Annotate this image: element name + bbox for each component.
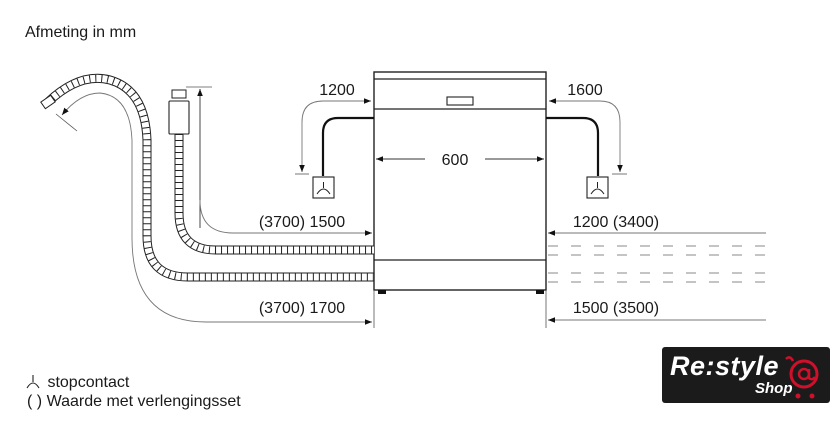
inlet-hose: (3700) 1500	[168, 86, 374, 255]
drain-hose: (3700) 1700	[40, 73, 374, 325]
logo-sub: Shop	[755, 380, 793, 397]
legend: stopcontact ( ) Waarde met verlengingsse…	[27, 373, 241, 411]
hose-lower-right-label: 1500 (3500)	[573, 300, 659, 317]
width-label: 600	[442, 152, 469, 169]
hose-upper-right-label: 1200 (3400)	[573, 214, 659, 231]
cord-right-label: 1600	[567, 82, 603, 99]
legend-socket-label: stopcontact	[47, 374, 130, 391]
legend-extension-label: Waarde met verlengingsset	[46, 393, 241, 410]
at-cart-icon	[785, 356, 819, 399]
control-display-icon	[446, 96, 474, 106]
width-dimension: 600	[376, 152, 544, 169]
right-hose-dimensions: 1200 (3400) 1500 (3500)	[548, 214, 766, 323]
aquastop-valve-icon	[168, 100, 190, 135]
socket-symbol-icon	[26, 375, 40, 389]
restyle-shop-logo: Re:style Shop	[662, 347, 830, 403]
hose-lower-left-label: (3700) 1700	[259, 300, 345, 317]
dishwasher	[373, 71, 547, 328]
power-cord-left: 1200	[295, 82, 374, 199]
foot-left	[378, 290, 386, 294]
cord-left-label: 1200	[319, 82, 355, 99]
diagram-title: Afmeting in mm	[25, 24, 137, 41]
logo-brand: Re:style	[670, 351, 780, 381]
legend-extension: ( ) Waarde met verlengingsset	[27, 392, 241, 411]
hose-upper-left-label: (3700) 1500	[259, 214, 345, 231]
power-cord-right: 1600	[546, 82, 627, 199]
legend-extension-symbol: ( )	[27, 393, 43, 410]
legend-socket: stopcontact	[27, 373, 241, 392]
foot-right	[536, 290, 544, 294]
